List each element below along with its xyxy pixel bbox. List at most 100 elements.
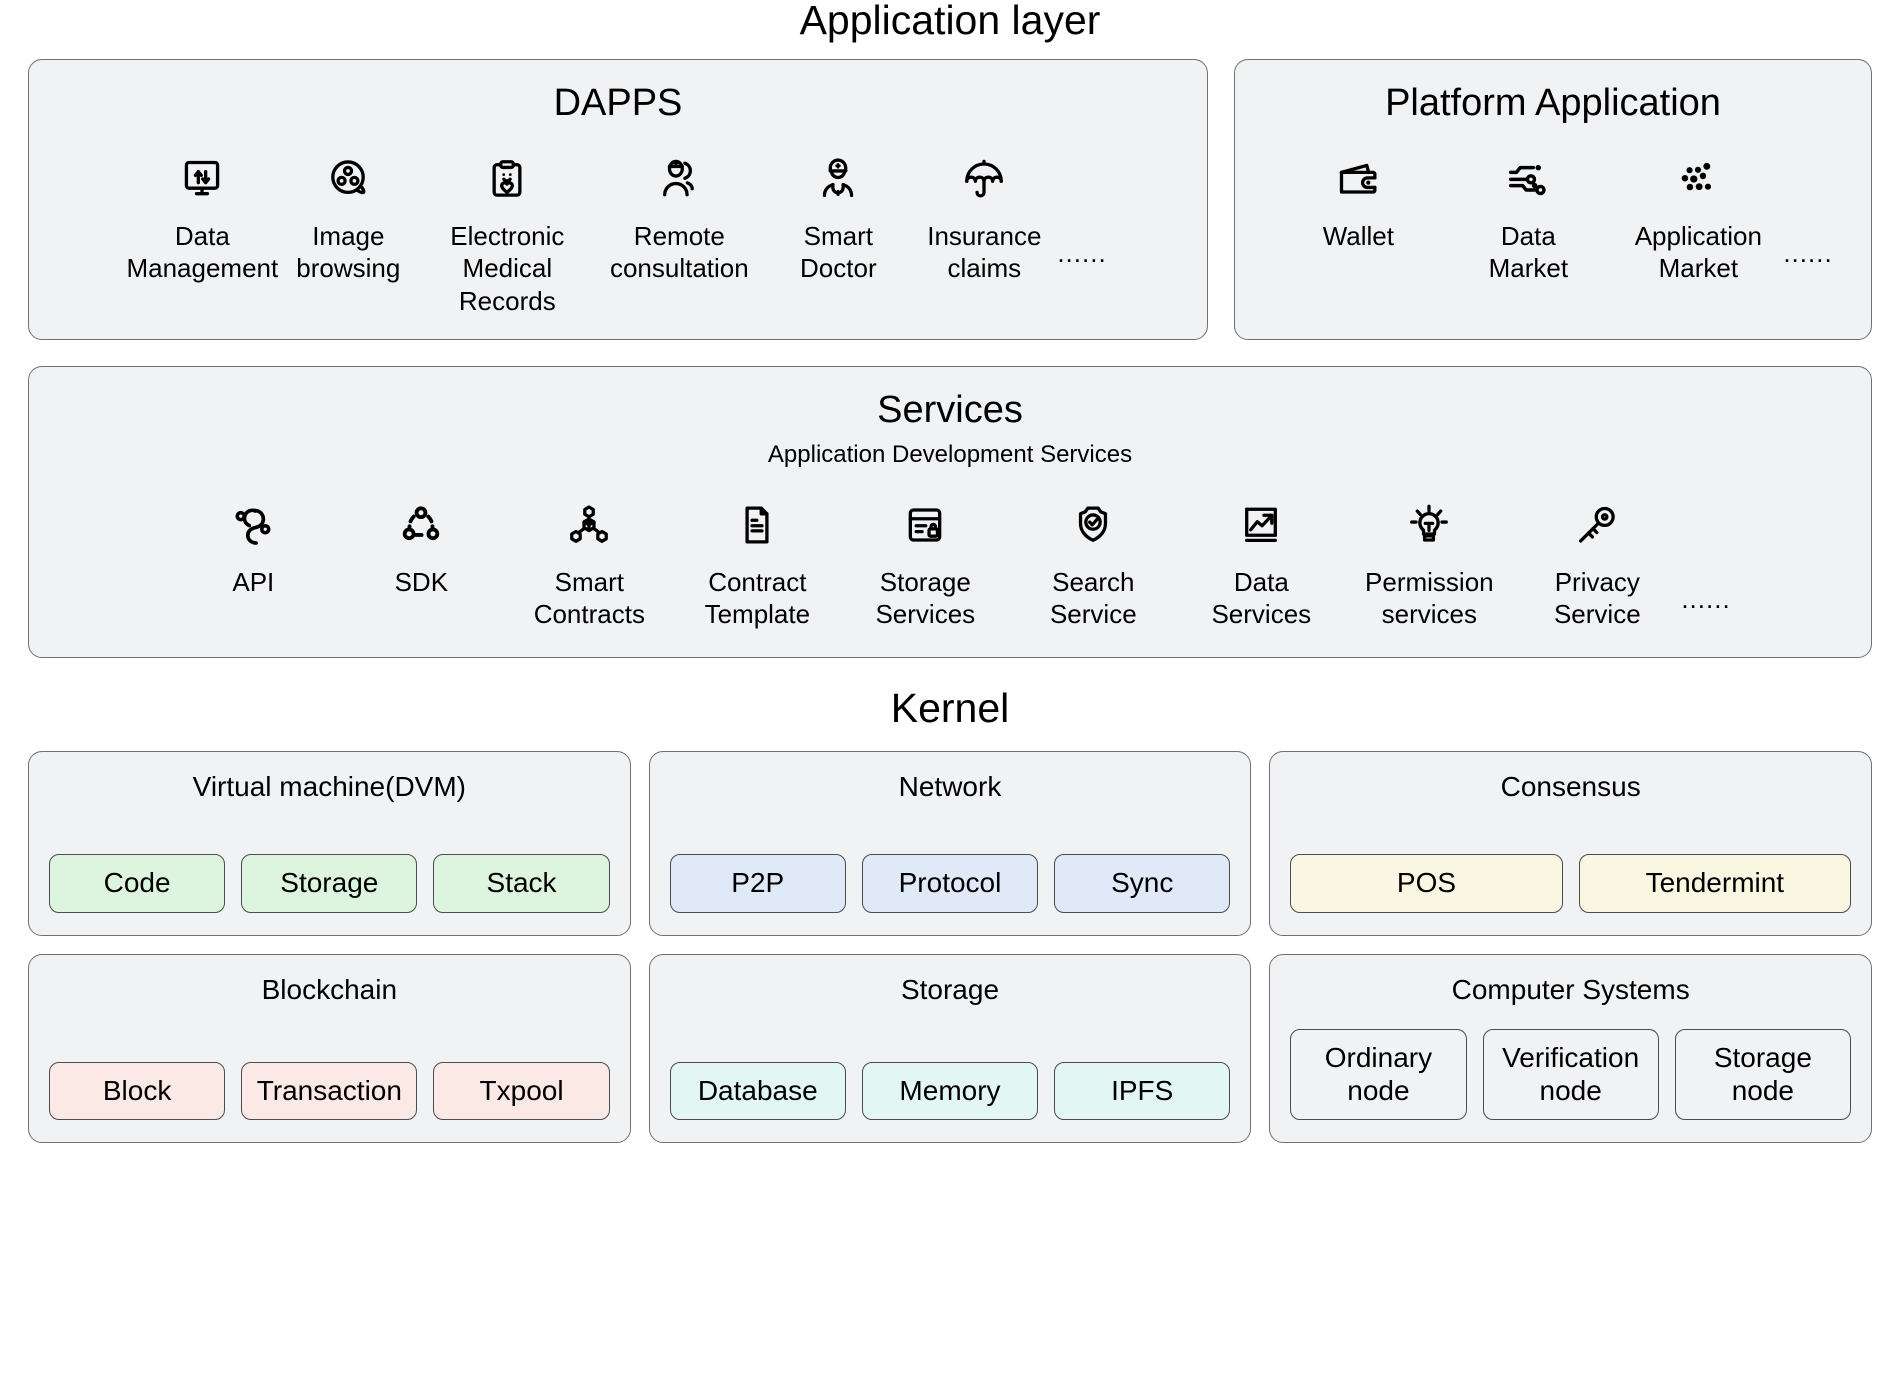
film-reel-icon [326,150,370,208]
chip-memory[interactable]: Memory [861,1061,1039,1120]
dapps-item-label: Electronic Medical Records [450,220,565,316]
chip-row: POS Tendermint [1290,854,1852,913]
chip-database[interactable]: Database [669,1061,846,1120]
application-layer-row: DAPPS Data Management [28,59,1872,341]
dapps-item-data-management[interactable]: Data Management [126,150,279,285]
services-item-label: Storage Services [875,566,976,630]
chip-storage-node[interactable]: Storage node [1674,1029,1851,1120]
services-item-label: API [232,566,275,597]
monitor-transfer-icon [180,150,224,208]
smart-contract-nodes-icon [566,496,612,554]
services-item-label: Search Service [1049,566,1137,630]
chip-txpool[interactable]: Txpool [433,1061,610,1120]
kernel-panel-virtual-machine: Virtual machine(DVM) Code Storage Stack [28,750,631,936]
chip-sync[interactable]: Sync [1054,854,1231,913]
application-market-icon [1675,150,1721,208]
platform-item-label: Wallet [1322,220,1394,251]
services-item-label: Contract Template [704,566,811,630]
platform-item-label: Data Market [1488,220,1569,284]
dapps-item-label: Remote consultation [609,220,749,284]
services-icon-row: API SDK [45,496,1855,631]
dapps-more-ellipsis: ...... [1057,237,1107,268]
chip-row: Code Storage Stack [49,854,610,913]
chip-transaction[interactable]: Transaction [241,1061,418,1120]
services-item-label: Permission services [1365,566,1494,630]
document-icon [735,496,779,554]
services-item-api[interactable]: API [169,496,337,599]
data-market-icon [1506,150,1550,208]
platform-item-application-market[interactable]: Application Market [1613,150,1783,285]
platform-item-data-market[interactable]: Data Market [1443,150,1613,285]
chip-pos[interactable]: POS [1290,854,1563,913]
chip-row: Ordinary node Verification node Storage … [1290,1029,1851,1120]
chip-p2p[interactable]: P2P [669,854,846,913]
chip-code[interactable]: Code [49,854,226,913]
kernel-panel-title: Consensus [1500,770,1641,802]
services-title: Services [877,389,1023,432]
kernel-panel-storage: Storage Database Memory IPFS [648,953,1252,1143]
chip-row: Database Memory IPFS [669,1061,1231,1120]
dapps-item-label: Smart Doctor [800,220,877,284]
services-subtitle: Application Development Services [767,440,1133,468]
chip-stack[interactable]: Stack [433,854,610,913]
services-item-sdk[interactable]: SDK [337,496,505,599]
kernel-panel-computer-systems: Computer Systems Ordinary node Verificat… [1269,953,1872,1143]
chip-ordinary-node[interactable]: Ordinary node [1290,1029,1467,1120]
dapps-item-image-browsing[interactable]: Image browsing [275,150,421,285]
dapps-item-insurance-claims[interactable]: Insurance claims [911,150,1057,285]
remote-consultation-icon [657,150,701,208]
services-item-privacy-service[interactable]: Privacy Service [1513,496,1681,631]
kernel-panel-title: Blockchain [261,973,398,1005]
kernel-panel-blockchain: Blockchain Block Transaction Txpool [28,953,631,1143]
services-panel: Services Application Development Service… [28,366,1872,658]
services-item-label: Privacy Service [1553,566,1641,630]
platform-item-label: Application Market [1634,220,1762,284]
chip-ipfs[interactable]: IPFS [1054,1061,1231,1120]
platform-more-ellipsis: ...... [1783,237,1833,268]
chip-protocol[interactable]: Protocol [861,854,1039,913]
dapps-icon-row: Data Management Image browsing [47,150,1189,318]
services-item-contract-template[interactable]: Contract Template [673,496,841,631]
shield-check-icon [1071,496,1115,554]
services-item-storage-services[interactable]: Storage Services [841,496,1009,631]
kernel-panel-title: Network [898,770,1002,802]
key-icon [1575,496,1619,554]
kernel-panel-title: Storage [900,973,1000,1005]
kernel-panel-title: Virtual machine(DVM) [192,770,466,802]
dapps-item-label: Image browsing [296,220,401,284]
chart-growth-icon [1239,496,1283,554]
dapps-item-remote-consultation[interactable]: Remote consultation [593,150,765,285]
chip-row: P2P Protocol Sync [669,854,1231,913]
kernel-panel-title: Computer Systems [1451,973,1690,1005]
umbrella-icon [962,150,1006,208]
dapps-item-label: Data Management [126,220,279,284]
medical-clipboard-icon [485,150,529,208]
doctor-icon [816,150,860,208]
dapps-panel: DAPPS Data Management [28,59,1208,341]
kernel-panel-consensus: Consensus POS Tendermint [1269,750,1872,936]
services-more-ellipsis: ...... [1681,583,1731,614]
services-item-label: SDK [394,566,449,597]
services-item-data-services[interactable]: Data Services [1177,496,1345,631]
platform-item-wallet[interactable]: Wallet [1273,150,1443,253]
lightbulb-icon [1407,496,1451,554]
services-item-label: Smart Contracts [533,566,645,630]
services-item-smart-contracts[interactable]: Smart Contracts [505,496,673,631]
chip-block[interactable]: Block [49,1061,226,1120]
services-item-label: Data Services [1211,566,1312,630]
dapps-item-label: Insurance claims [927,220,1042,284]
services-item-permission-services[interactable]: Permission services [1345,496,1513,631]
wallet-icon [1336,150,1380,208]
platform-application-title: Platform Application [1385,82,1721,124]
chip-verification-node[interactable]: Verification node [1482,1029,1659,1120]
dapps-title: DAPPS [553,82,683,124]
sdk-nodes-icon [398,496,444,554]
dapps-item-electronic-medical-records[interactable]: Electronic Medical Records [421,150,593,318]
chip-storage[interactable]: Storage [241,854,418,913]
kernel-panel-network: Network P2P Protocol Sync [648,750,1252,936]
chip-tendermint[interactable]: Tendermint [1578,854,1852,913]
application-layer-title: Application layer [799,0,1101,43]
dapps-item-smart-doctor[interactable]: Smart Doctor [765,150,911,285]
services-item-search-service[interactable]: Search Service [1009,496,1177,631]
